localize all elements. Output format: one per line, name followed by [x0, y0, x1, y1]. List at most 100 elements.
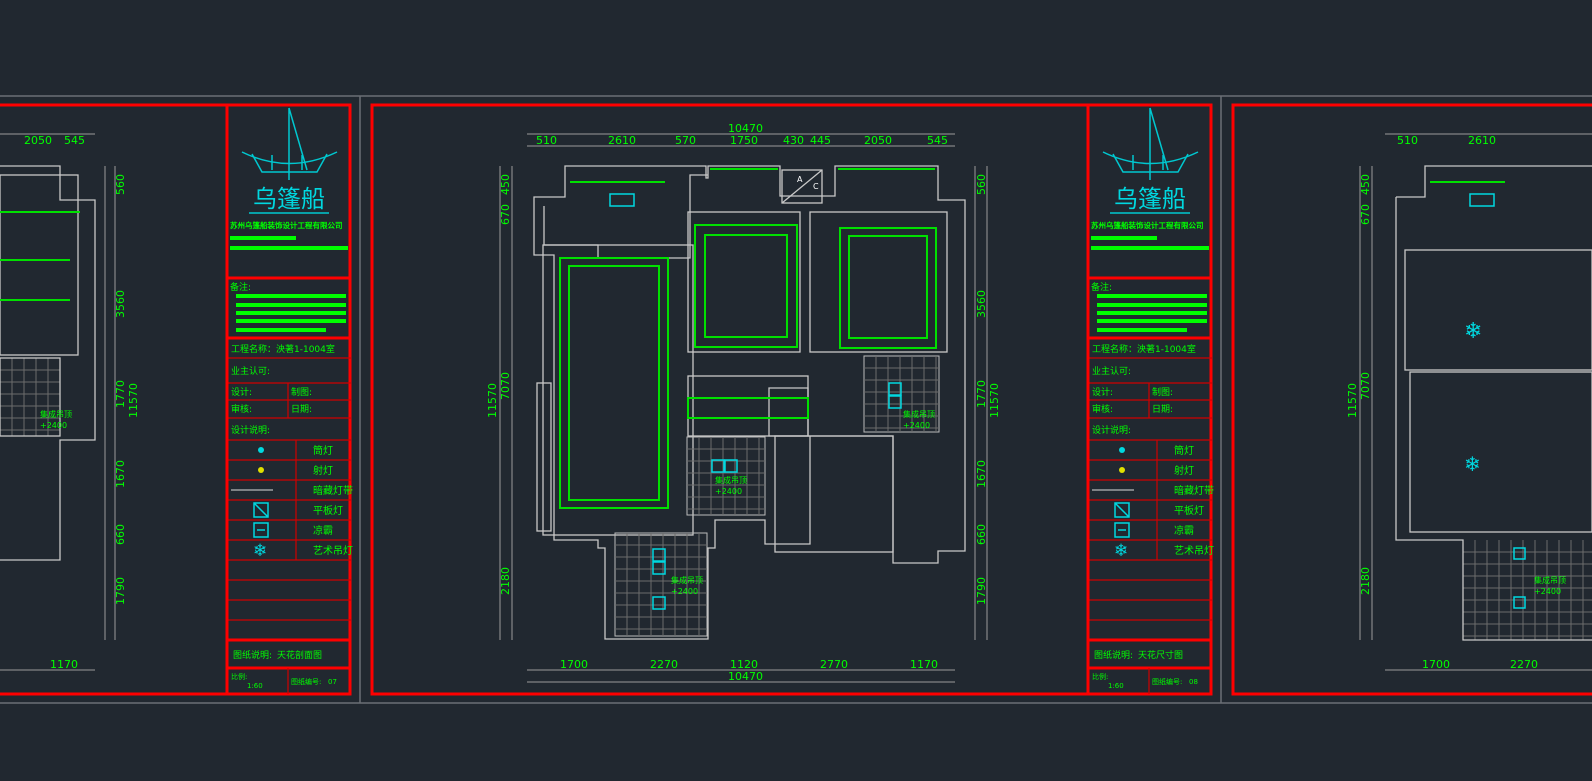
design-label: 设计: [1092, 386, 1113, 398]
logo-text: 乌篷船 [1114, 185, 1186, 213]
scale-label: 比例: [231, 672, 247, 681]
company-logo [241, 107, 338, 214]
dimension-label: 545 [927, 134, 948, 147]
panel-light-icon [1513, 596, 1526, 609]
dimension-label: 445 [810, 134, 831, 147]
legend-label: 暗藏灯带 [1174, 484, 1214, 497]
design-label: 设计: [231, 386, 252, 398]
title-block-center: 乌篷船苏州乌篷船装饰设计工程有限公司备注:工程名称：泱著1-1004室业主认可:… [1086, 104, 1214, 694]
door-label-a: A [797, 175, 803, 184]
room-label: 集成吊顶 [715, 475, 747, 485]
spotlight-icon [1119, 467, 1125, 473]
scale-value: 1:60 [1108, 682, 1124, 690]
dimension-label: 1770 [975, 380, 988, 408]
art-chandelier-icon: ❄ [1464, 319, 1482, 344]
review-label: 审核: [1092, 403, 1113, 415]
legend-label: 凉霸 [1174, 524, 1194, 537]
dimension-label: 1700 [1422, 658, 1450, 671]
legend-label: 艺术吊灯 [313, 545, 353, 557]
dimension-label: 11570 [486, 383, 499, 418]
company-logo [1102, 107, 1199, 214]
room-label: 集成吊顶 [1534, 575, 1566, 585]
text-bar [1091, 246, 1209, 250]
drawing-number: 08 [1189, 678, 1198, 686]
spotlight-icon [258, 467, 264, 473]
panel-light-icon [1469, 193, 1495, 207]
remarks-label: 备注: [230, 281, 251, 293]
dimension-label: 3560 [975, 290, 988, 318]
panel-light-icon [888, 382, 902, 396]
panel-light-icon [652, 548, 666, 562]
legend-label: 平板灯 [1174, 504, 1204, 517]
room-label: 集成吊顶 [40, 409, 72, 419]
title-block-left: 乌篷船苏州乌篷船装饰设计工程有限公司备注:工程名称：泱著1-1004室业主认可:… [225, 104, 353, 694]
drawing-desc: 天花剖面图 [277, 649, 322, 661]
text-bar [236, 303, 346, 307]
art-chandelier-icon: ❄ [253, 541, 267, 561]
dimension-label: 2180 [1359, 567, 1372, 595]
downlight-icon [258, 447, 264, 453]
dimension-label: 1170 [50, 658, 78, 671]
panel-light-icon [1114, 502, 1130, 518]
dimension-label: 2180 [499, 567, 512, 595]
remarks-label: 备注: [1091, 281, 1112, 293]
bottom-total-dim: 10470 [728, 670, 763, 683]
dimension-label: 570 [675, 134, 696, 147]
downlight-icon [1119, 447, 1125, 453]
text-bar [1097, 319, 1207, 323]
dimension-label: 2610 [608, 134, 636, 147]
text-bar [230, 246, 348, 250]
panel-light-icon [609, 193, 635, 207]
tile-grids [614, 355, 940, 637]
room-label: 集成吊顶 [671, 575, 703, 585]
date-label: 日期: [291, 404, 312, 415]
scale-value: 1:60 [247, 682, 263, 690]
design-notes-label: 设计说明: [1092, 424, 1131, 436]
text-bar [1097, 311, 1207, 315]
company-name: 苏州乌篷船装饰设计工程有限公司 [1091, 220, 1204, 230]
dimension-label: 11570 [988, 383, 1001, 418]
drawing-number-label: 图纸编号: [1152, 677, 1182, 686]
legend-label: 射灯 [313, 465, 333, 477]
room-height: +2400 [715, 487, 742, 496]
dimension-label: 1670 [975, 460, 988, 488]
panel-light-icon [724, 459, 738, 473]
dimension-label: 430 [783, 134, 804, 147]
top-total-dim: 10470 [728, 122, 763, 135]
dimension-label: 670 [499, 204, 512, 225]
dimension-label: 450 [499, 174, 512, 195]
dimension-label: 2050 [864, 134, 892, 147]
bath-heater-icon [888, 395, 902, 409]
dimension-label: 1670 [114, 460, 127, 488]
svg-text:❄: ❄ [1114, 541, 1128, 561]
dimension-label: 670 [1359, 204, 1372, 225]
art-chandelier-icon: ❄ [1114, 541, 1128, 561]
legend-label: 筒灯 [1174, 444, 1194, 457]
dimension-label: 1700 [560, 658, 588, 671]
art-chandelier-icon: ❄ [1464, 452, 1481, 476]
dimension-label: 1120 [730, 658, 758, 671]
drawing-desc: 天花尺寸图 [1138, 649, 1183, 661]
text-bar [236, 311, 346, 315]
legend-label: 凉霸 [313, 524, 333, 537]
dimension-label: 1790 [975, 577, 988, 605]
dimension-label: 3560 [114, 290, 127, 318]
legend-label: 暗藏灯带 [313, 484, 353, 497]
panel-light-icon [652, 596, 666, 610]
scale-label: 比例: [1092, 672, 1108, 681]
dimension-label: 2270 [650, 658, 678, 671]
legend-label: 艺术吊灯 [1174, 545, 1214, 557]
dimension-label: 7070 [1359, 372, 1372, 400]
legend-label: 筒灯 [313, 444, 333, 457]
dimension-label: 2270 [1510, 658, 1538, 671]
dimension-label: 560 [975, 174, 988, 195]
text-bar [1097, 328, 1187, 332]
company-name: 苏州乌篷船装饰设计工程有限公司 [230, 220, 343, 230]
text-bar [230, 236, 296, 240]
drawing-label: 制图: [291, 386, 312, 398]
project-name: 工程名称：泱著1-1004室 [1092, 343, 1196, 355]
legend-label: 平板灯 [313, 504, 343, 517]
dimension-label: 7070 [499, 372, 512, 400]
